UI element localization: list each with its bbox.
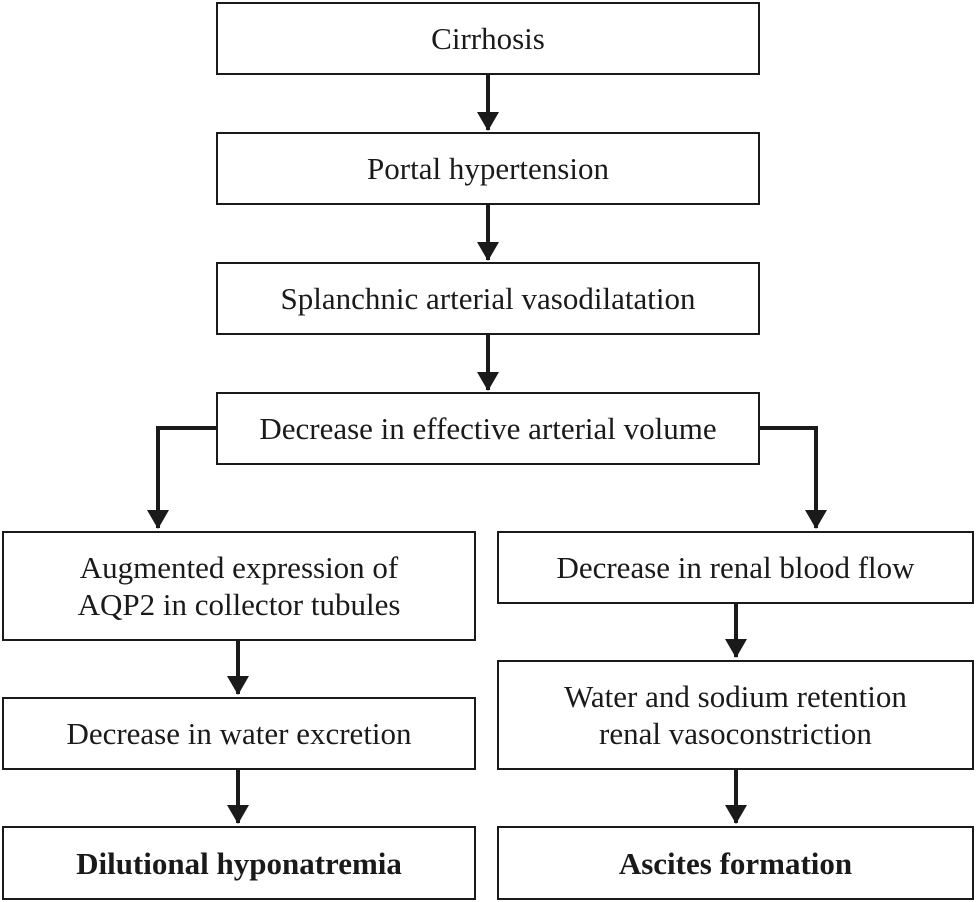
arrowhead-renal-flow — [805, 510, 827, 529]
arrowhead-portal-hypertension — [477, 112, 499, 131]
node-label: Decrease in effective arterial volume — [259, 411, 717, 446]
node-label: Cirrhosis — [431, 21, 545, 56]
arrowhead-hyponatremia — [227, 805, 249, 824]
node-portal-hypertension: Portal hypertension — [216, 132, 760, 205]
node-ascites-formation: Ascites formation — [497, 826, 974, 900]
arrowhead-splanchnic — [477, 242, 499, 261]
node-label-line-1: Water and sodium retention — [564, 679, 907, 714]
arrowhead-retention — [725, 639, 747, 658]
node-dilutional-hyponatremia: Dilutional hyponatremia — [2, 826, 476, 900]
node-label-line-1: Augmented expression of — [79, 550, 399, 585]
node-label: Portal hypertension — [367, 151, 609, 186]
node-cirrhosis: Cirrhosis — [216, 2, 760, 75]
node-label: Decrease in renal blood flow — [556, 550, 915, 585]
node-splanchnic-vasodilatation: Splanchnic arterial vasodilatation — [216, 262, 760, 335]
arrowhead-effective-volume — [477, 372, 499, 391]
node-label: Decrease in water excretion — [66, 716, 412, 751]
node-aqp2-expression: Augmented expression of AQP2 in collecto… — [2, 531, 476, 641]
node-label-line-2: AQP2 in collector tubules — [77, 587, 401, 622]
arrow-effective-volume-to-renal-flow — [760, 426, 818, 528]
node-renal-blood-flow: Decrease in renal blood flow — [497, 531, 974, 604]
arrowhead-ascites — [725, 805, 747, 824]
node-label: Ascites formation — [618, 845, 853, 881]
node-label: Dilutional hyponatremia — [76, 845, 402, 881]
node-effective-arterial-volume: Decrease in effective arterial volume — [216, 392, 760, 465]
node-water-excretion: Decrease in water excretion — [2, 697, 476, 770]
arrowhead-aqp2 — [147, 510, 169, 529]
arrow-effective-volume-to-aqp2 — [156, 426, 216, 528]
arrowhead-water-excretion — [227, 676, 249, 695]
node-label: Splanchnic arterial vasodilatation — [280, 281, 696, 316]
node-label-line-2: renal vasoconstriction — [599, 716, 872, 751]
node-retention-vasoconstriction: Water and sodium retention renal vasocon… — [497, 660, 974, 770]
